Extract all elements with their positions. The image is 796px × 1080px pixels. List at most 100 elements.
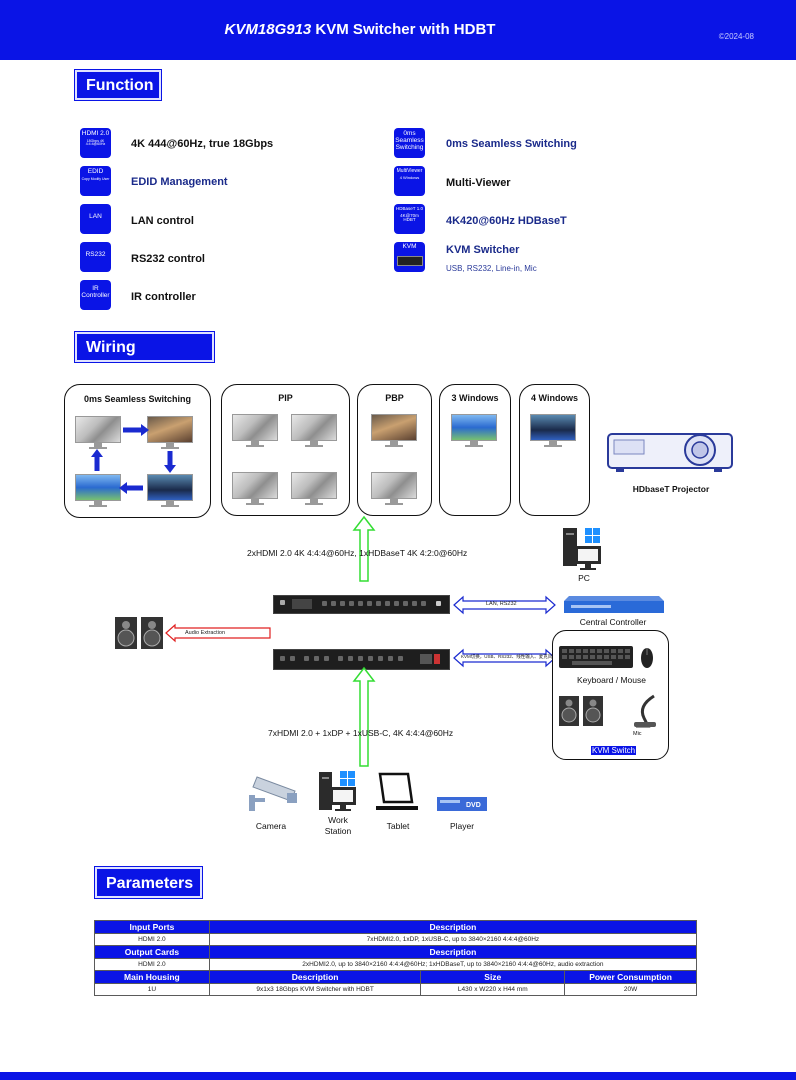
table-row: 1U 9x1x3 18Gbps KVM Switcher with HDBT L… bbox=[94, 983, 697, 996]
rs232-icon: RS232 bbox=[80, 242, 111, 272]
dvd-text: DVD bbox=[466, 802, 481, 809]
feature-seamless: 0ms Seamless Switching bbox=[446, 138, 577, 150]
feature-rs232: RS232 control bbox=[131, 253, 205, 265]
kvm-switch-label: KVM Switch bbox=[591, 746, 637, 755]
cycle-arrows bbox=[91, 424, 176, 494]
monitor bbox=[291, 472, 337, 506]
monitor bbox=[232, 472, 278, 506]
size-header: Size bbox=[420, 970, 566, 984]
central-controller-label: Central Controller bbox=[579, 617, 647, 627]
seamless-icon: 0ms Seamless Switching bbox=[394, 128, 425, 158]
output-port-cell: HDMI 2.0 bbox=[94, 958, 210, 971]
input-port-cell: HDMI 2.0 bbox=[94, 933, 210, 946]
card-3-windows: 3 Windows bbox=[439, 384, 511, 516]
description-header: Description bbox=[208, 970, 422, 984]
table-row: Output Cards Description bbox=[94, 945, 698, 959]
input-ports-header: Input Ports bbox=[94, 920, 210, 934]
keyboard-mouse-label: Keyboard / Mouse bbox=[577, 675, 646, 685]
source-player: Player bbox=[449, 821, 475, 831]
camera-icon bbox=[249, 776, 297, 811]
feature-multiviewer: Multi-Viewer bbox=[446, 177, 511, 189]
monitor bbox=[147, 474, 193, 508]
projector-icon bbox=[607, 433, 733, 472]
description-header: Description bbox=[208, 945, 698, 959]
main-housing-header: Main Housing bbox=[94, 970, 210, 984]
page-title: KVM18G913 KVM Switcher with HDBT bbox=[224, 21, 496, 38]
card-3-windows-label: 3 Windows bbox=[451, 393, 499, 403]
feature-hdbaset: 4K420@60Hz HDBaseT bbox=[446, 215, 567, 227]
speakers-mic-icon bbox=[559, 694, 656, 728]
section-parameters: Parameters bbox=[94, 866, 203, 899]
speakers-icon bbox=[115, 617, 163, 649]
source-tablet: Tablet bbox=[386, 821, 410, 831]
output-cards-header: Output Cards bbox=[94, 945, 210, 959]
card-4-windows: 4 Windows bbox=[519, 384, 590, 516]
output-desc-cell: 2xHDMI2.0, up to 3840×2160 4:4:4@60Hz; 1… bbox=[208, 958, 698, 971]
feature-ir: IR controller bbox=[131, 291, 196, 303]
lan-icon: LAN bbox=[80, 204, 111, 234]
housing-cell: 1U bbox=[94, 983, 210, 996]
kvm-peripherals-box: Keyboard / Mouse Mic KVM Switch bbox=[552, 630, 669, 760]
kvm-icon: KVM bbox=[394, 242, 425, 272]
workstation-icon bbox=[319, 771, 356, 811]
input-arrow bbox=[352, 666, 376, 767]
output-arrow bbox=[352, 515, 376, 582]
audio-extraction-text: Audio Extraction bbox=[185, 630, 226, 636]
monitor bbox=[451, 414, 497, 448]
table-row: HDMI 2.0 7xHDMI2.0, 1xDP, 1xUSB-C, up to… bbox=[94, 933, 698, 946]
parameters-table: Input Ports Description HDMI 2.0 7xHDMI2… bbox=[94, 920, 698, 996]
feature-lan: LAN control bbox=[131, 215, 194, 227]
copyright-date: ©2024-08 bbox=[718, 32, 754, 41]
description-header: Description bbox=[208, 920, 698, 934]
matrix-front-panel bbox=[273, 595, 450, 614]
pc-label: PC bbox=[578, 573, 590, 583]
card-pip-label: PIP bbox=[278, 393, 293, 403]
tablet-icon bbox=[376, 772, 418, 810]
mic-label: Mic bbox=[633, 731, 642, 737]
monitor bbox=[291, 414, 337, 448]
source-workstation: Work Station bbox=[324, 815, 352, 836]
card-pip: PIP bbox=[221, 384, 350, 516]
feature-hdmi: 4K 444@60Hz, true 18Gbps bbox=[131, 138, 274, 150]
card-seamless: 0ms Seamless Switching bbox=[64, 384, 211, 518]
footer-bar bbox=[0, 1072, 796, 1080]
header-bar: KVM18G913 KVM Switcher with HDBT ©2024-0… bbox=[0, 0, 796, 60]
audio-extraction-arrow bbox=[165, 623, 271, 643]
table-row: HDMI 2.0 2xHDMI2.0, up to 3840×2160 4:4:… bbox=[94, 958, 698, 971]
card-pbp-label: PBP bbox=[385, 393, 404, 403]
feature-kvm-sub: USB, RS232, Line-in, Mic bbox=[446, 264, 537, 273]
card-seamless-label: 0ms Seamless Switching bbox=[83, 394, 192, 404]
table-row: Main Housing Description Size Power Cons… bbox=[94, 970, 697, 984]
input-desc-cell: 7xHDMI2.0, 1xDP, 1xUSB-C, up to 3840×216… bbox=[208, 933, 698, 946]
source-camera: Camera bbox=[255, 821, 287, 831]
feature-edid: EDID Management bbox=[131, 176, 228, 188]
ir-icon: IR Controller bbox=[80, 280, 111, 310]
projector-label: HDbaseT Projector bbox=[632, 484, 710, 494]
power-cell: 20W bbox=[564, 983, 697, 996]
kvm-link-text: KVM切换，USB、RS232、线性输入、麦克风 bbox=[461, 654, 553, 659]
monitor bbox=[147, 416, 193, 450]
player-icon: DVD bbox=[437, 797, 487, 811]
keyboard-mouse-icon bbox=[559, 646, 653, 668]
lan-rs232-text: LAN, RS232 bbox=[486, 601, 517, 607]
table-row: Input Ports Description bbox=[94, 920, 698, 934]
section-wiring: Wiring Diagram bbox=[74, 331, 215, 384]
monitor bbox=[530, 414, 576, 448]
central-controller-icon bbox=[564, 596, 664, 613]
pc-icon bbox=[563, 528, 601, 570]
housing-desc-cell: 9x1x3 18Gbps KVM Switcher with HDBT bbox=[208, 983, 422, 996]
monitor bbox=[371, 472, 417, 506]
card-4-windows-label: 4 Windows bbox=[531, 393, 578, 403]
feature-kvm: KVM Switcher bbox=[446, 244, 520, 256]
output-spec: 2xHDMI 2.0 4K 4:4:4@60Hz, 1xHDBaseT 4K 4… bbox=[247, 548, 468, 558]
lan-rs232-arrow bbox=[453, 595, 556, 615]
matrix-rear-panel bbox=[273, 649, 450, 670]
monitor bbox=[75, 416, 121, 450]
size-cell: L430 x W220 x H44 mm bbox=[420, 983, 566, 996]
section-function: Function bbox=[74, 69, 162, 101]
monitor bbox=[232, 414, 278, 448]
